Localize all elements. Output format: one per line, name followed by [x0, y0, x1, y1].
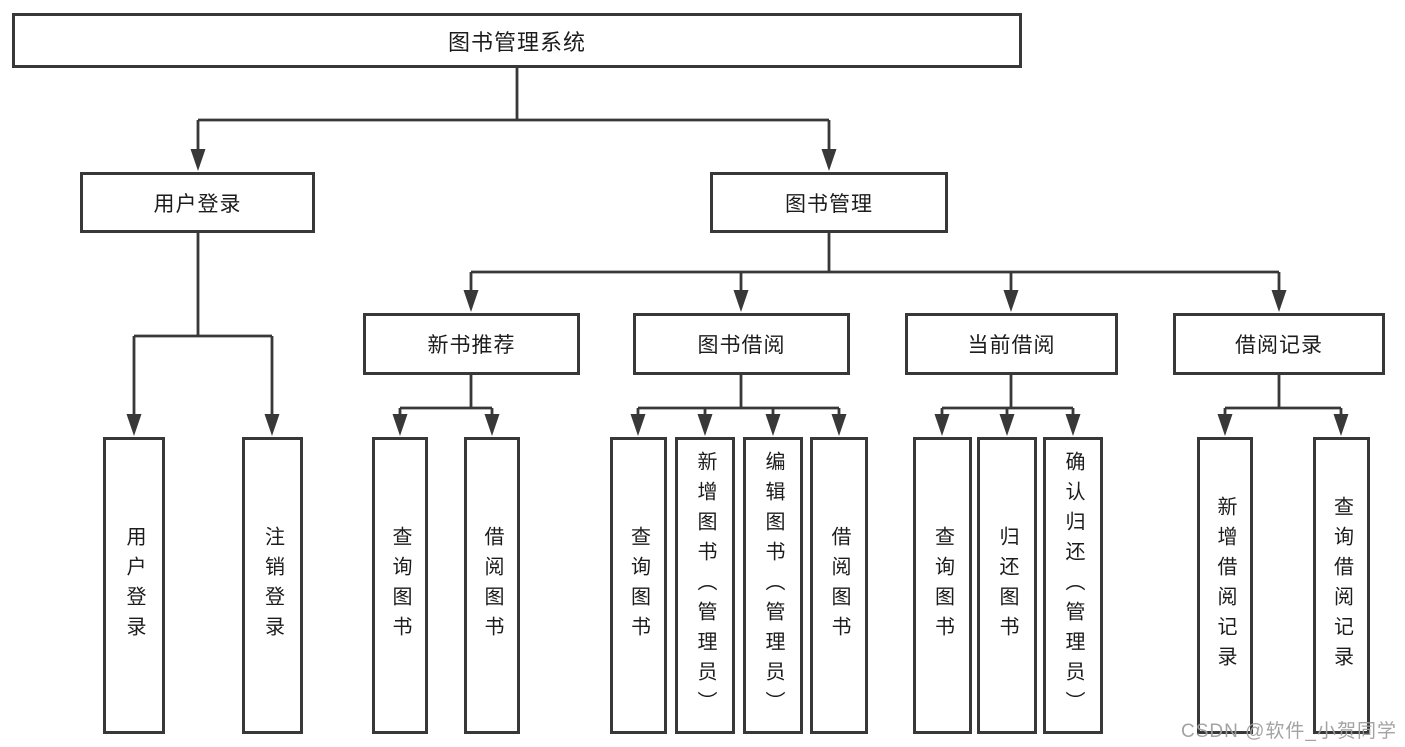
arrowheads	[126, 149, 1349, 436]
leaf-user-login: 用户登录	[103, 437, 165, 734]
leaf-query-books-current: 查询图书	[913, 437, 972, 734]
leaf-return-books: 归还图书	[977, 437, 1037, 734]
node-book-management: 图书管理	[710, 172, 948, 233]
leaf-confirm-return-admin: 确认归还（管理员）	[1043, 437, 1103, 734]
leaf-query-books-borrow: 查询图书	[610, 437, 667, 734]
node-borrowing-records: 借阅记录	[1173, 313, 1385, 375]
leaf-borrow-books: 借阅图书	[810, 437, 868, 734]
leaf-edit-books-admin: 编辑图书（管理员）	[743, 437, 803, 734]
node-user-login: 用户登录	[80, 172, 315, 233]
leaf-query-books-recommend: 查询图书	[372, 437, 428, 734]
node-book-borrowing: 图书借阅	[633, 313, 850, 375]
leaf-add-books-admin: 新增图书（管理员）	[675, 437, 735, 734]
leaf-query-borrow-record: 查询借阅记录	[1313, 437, 1370, 734]
leaf-logout: 注销登录	[242, 437, 303, 734]
leaf-borrow-books-recommend: 借阅图书	[464, 437, 520, 734]
watermark-text: CSDN @软件_小贺同学	[1181, 721, 1397, 742]
leaf-add-borrow-record: 新增借阅记录	[1197, 437, 1253, 734]
node-library-management-system: 图书管理系统	[12, 13, 1022, 68]
node-current-borrowing: 当前借阅	[905, 313, 1118, 375]
node-new-book-recommend: 新书推荐	[363, 313, 580, 375]
connector-paths	[132, 68, 1343, 417]
